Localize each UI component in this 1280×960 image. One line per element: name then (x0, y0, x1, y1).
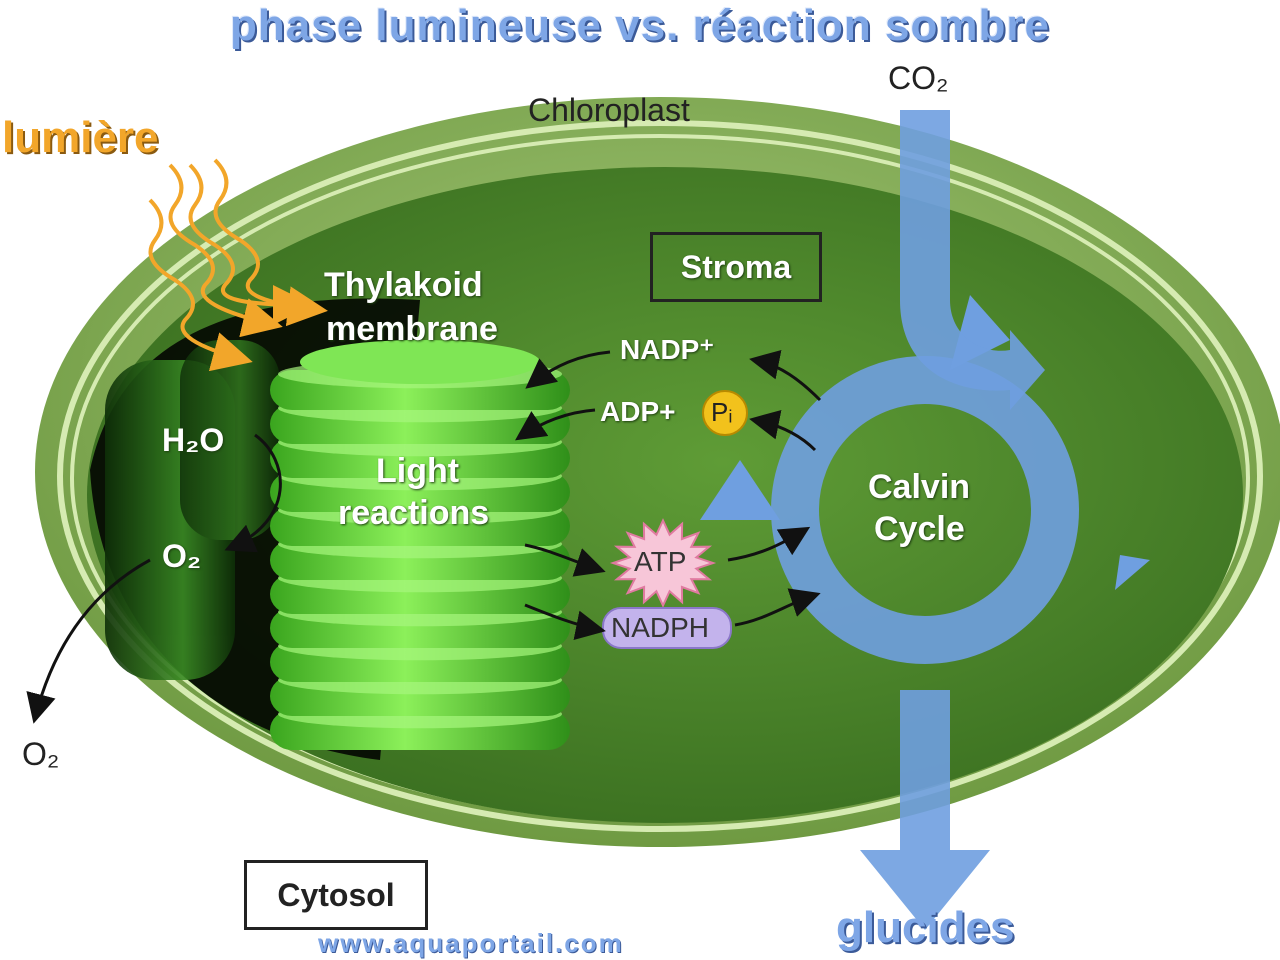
nadph-label: NADPH (611, 612, 710, 643)
watermark-url: www.aquaportail.com (318, 928, 624, 958)
atp-star (609, 518, 717, 608)
cytosol-label: Cytosol (277, 876, 395, 913)
stroma-label: Stroma (680, 248, 792, 285)
thylakoid-membrane-cap (300, 340, 540, 384)
membrane-label: membrane (326, 310, 498, 348)
co2-label: CO₂ (888, 60, 949, 96)
light-rays (148, 158, 328, 372)
chloroplast-label: Chloroplast (528, 92, 690, 128)
h2o-label: H₂O (162, 422, 225, 458)
co2-inflow-arrow (900, 110, 1045, 410)
glucides-label: glucides (836, 903, 1015, 952)
light-reactions-label-line2: reactions (338, 494, 490, 532)
nadp-label: NADP⁺ (620, 334, 715, 365)
page-title: phase lumineuse vs. réaction sombre (230, 1, 1050, 50)
atp-label: ATP (634, 546, 687, 577)
o2-outer-label: O₂ (22, 736, 60, 772)
reaction-arrows (26, 350, 822, 724)
light-label: lumière (2, 113, 159, 162)
calvin-label-line2: Cycle (874, 510, 965, 548)
pi-circle (702, 390, 748, 436)
stroma-box: Stroma (650, 232, 822, 302)
calvin-label-line1: Calvin (868, 468, 971, 506)
light-reactions-label-line1: Light (376, 452, 460, 490)
o2-inner-label: O₂ (162, 538, 202, 574)
cytosol-box: Cytosol (244, 860, 428, 930)
background-thylakoid-stack (105, 340, 280, 680)
chloroplast-envelope-line-outer (57, 120, 1263, 832)
thylakoid-label: Thylakoid (324, 266, 483, 304)
glucose-outflow-arrow (860, 690, 990, 930)
thylakoid-granum (270, 340, 570, 750)
adp-label: ADP+ (600, 396, 676, 427)
pi-label: Pᵢ (711, 397, 733, 427)
